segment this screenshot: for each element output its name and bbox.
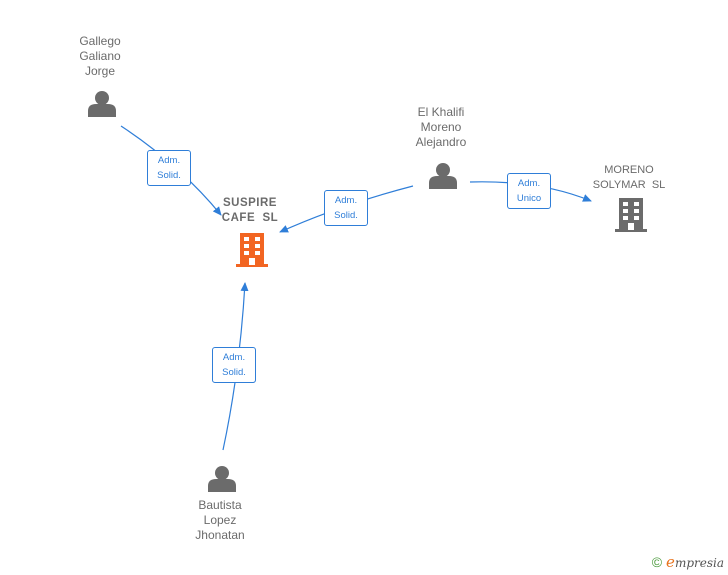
brand-initial: e [666, 553, 675, 571]
edge-label-elkhalifi-moreno[interactable]: Adm. Unico [507, 173, 551, 209]
node-label-line: El Khalifi [417, 105, 465, 119]
node-label-line: Bautista [198, 498, 242, 512]
edge-label-bautista-suspire[interactable]: Adm. Solid. [212, 347, 256, 383]
edge-label-line: Adm. [517, 178, 541, 189]
node-label-elkhalifi[interactable]: El Khalifi Moreno Alejandro [416, 105, 467, 150]
brand-name: mpresia [674, 556, 724, 570]
building-icon-moreno[interactable] [615, 198, 647, 232]
brand-watermark: © empresia [652, 553, 724, 571]
node-label-line: Moreno [420, 120, 462, 134]
node-label-line: Jhonatan [195, 528, 245, 542]
node-label-line: Jorge [84, 64, 116, 78]
node-label-line: SUSPIRE [222, 197, 277, 209]
node-label-line: Galiano [79, 49, 121, 63]
node-label-bautista[interactable]: Bautista Lopez Jhonatan [195, 498, 244, 543]
person-icon-bautista[interactable] [208, 466, 236, 492]
edge-label-line: Adm. [157, 155, 181, 166]
edge-label-line: Unico [516, 193, 542, 204]
node-label-line: SOLYMAR SL [592, 179, 666, 191]
node-label-line: Alejandro [415, 135, 467, 149]
edge-label-line: Adm. [334, 195, 358, 206]
edge-label-line: Solid. [157, 170, 181, 181]
node-label-moreno[interactable]: MORENO SOLYMAR SL [593, 163, 666, 193]
person-icon-gallego[interactable] [88, 91, 116, 117]
node-label-gallego[interactable]: Gallego Galiano Jorge [79, 34, 120, 79]
node-label-suspire[interactable]: SUSPIRE CAFE SL [222, 196, 278, 226]
edge-label-line: Solid. [222, 367, 246, 378]
edge-label-elkhalifi-suspire[interactable]: Adm. Solid. [324, 190, 368, 226]
node-label-line: Gallego [79, 34, 121, 48]
node-label-line: Lopez [203, 513, 237, 527]
copyright-symbol: © [651, 554, 663, 570]
node-label-line: MORENO [604, 164, 654, 176]
node-label-line: CAFE SL [221, 212, 279, 224]
person-icon-elkhalifi[interactable] [429, 163, 457, 189]
edge-label-line: Adm. [222, 352, 246, 363]
edge-label-gallego-suspire[interactable]: Adm. Solid. [147, 150, 191, 186]
building-icon-suspire[interactable] [236, 233, 268, 267]
brand-logo: empresia [666, 553, 724, 571]
edge-label-line: Solid. [334, 210, 358, 221]
